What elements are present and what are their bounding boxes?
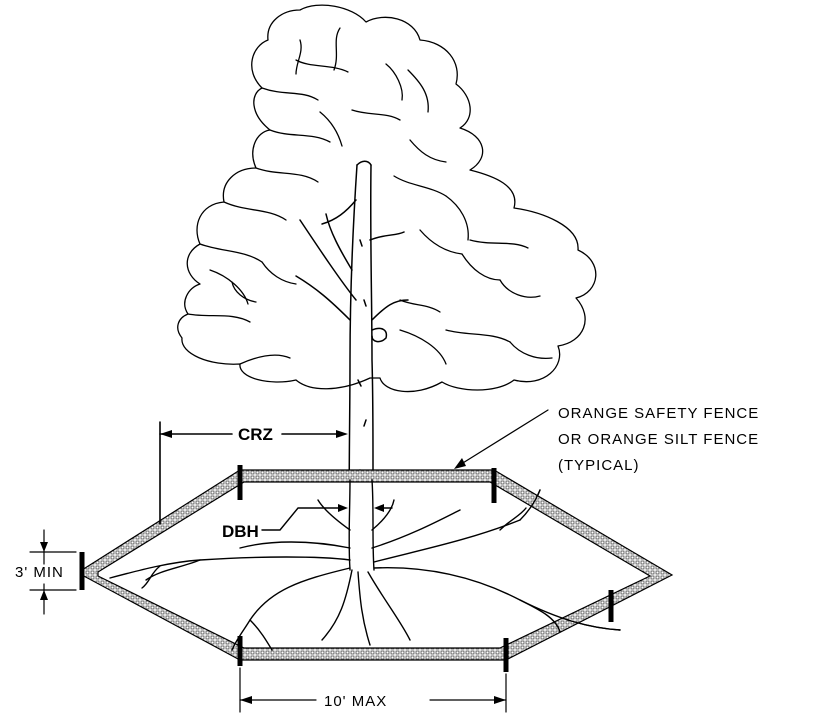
crz-label: CRZ <box>238 425 273 444</box>
max-spacing-dimension <box>239 667 507 713</box>
max-spacing-label: 10' MAX <box>324 693 387 710</box>
callout-line1: ORANGE SAFETY FENCE <box>558 405 759 422</box>
callout-line2: OR ORANGE SILT FENCE <box>558 431 759 448</box>
callout-line3: (TYPICAL) <box>558 457 640 474</box>
dbh-label: DBH <box>222 522 259 541</box>
crz-dimension <box>159 421 348 525</box>
tree-canopy <box>177 4 597 393</box>
dbh-leader <box>261 504 393 531</box>
tree-roots-inner <box>109 479 621 651</box>
fence-posts <box>79 465 614 672</box>
protective-fence <box>81 469 674 661</box>
fence-callout-leader <box>454 409 549 469</box>
min-height-dimension <box>29 529 77 615</box>
min-height-label: 3' MIN <box>15 564 64 581</box>
